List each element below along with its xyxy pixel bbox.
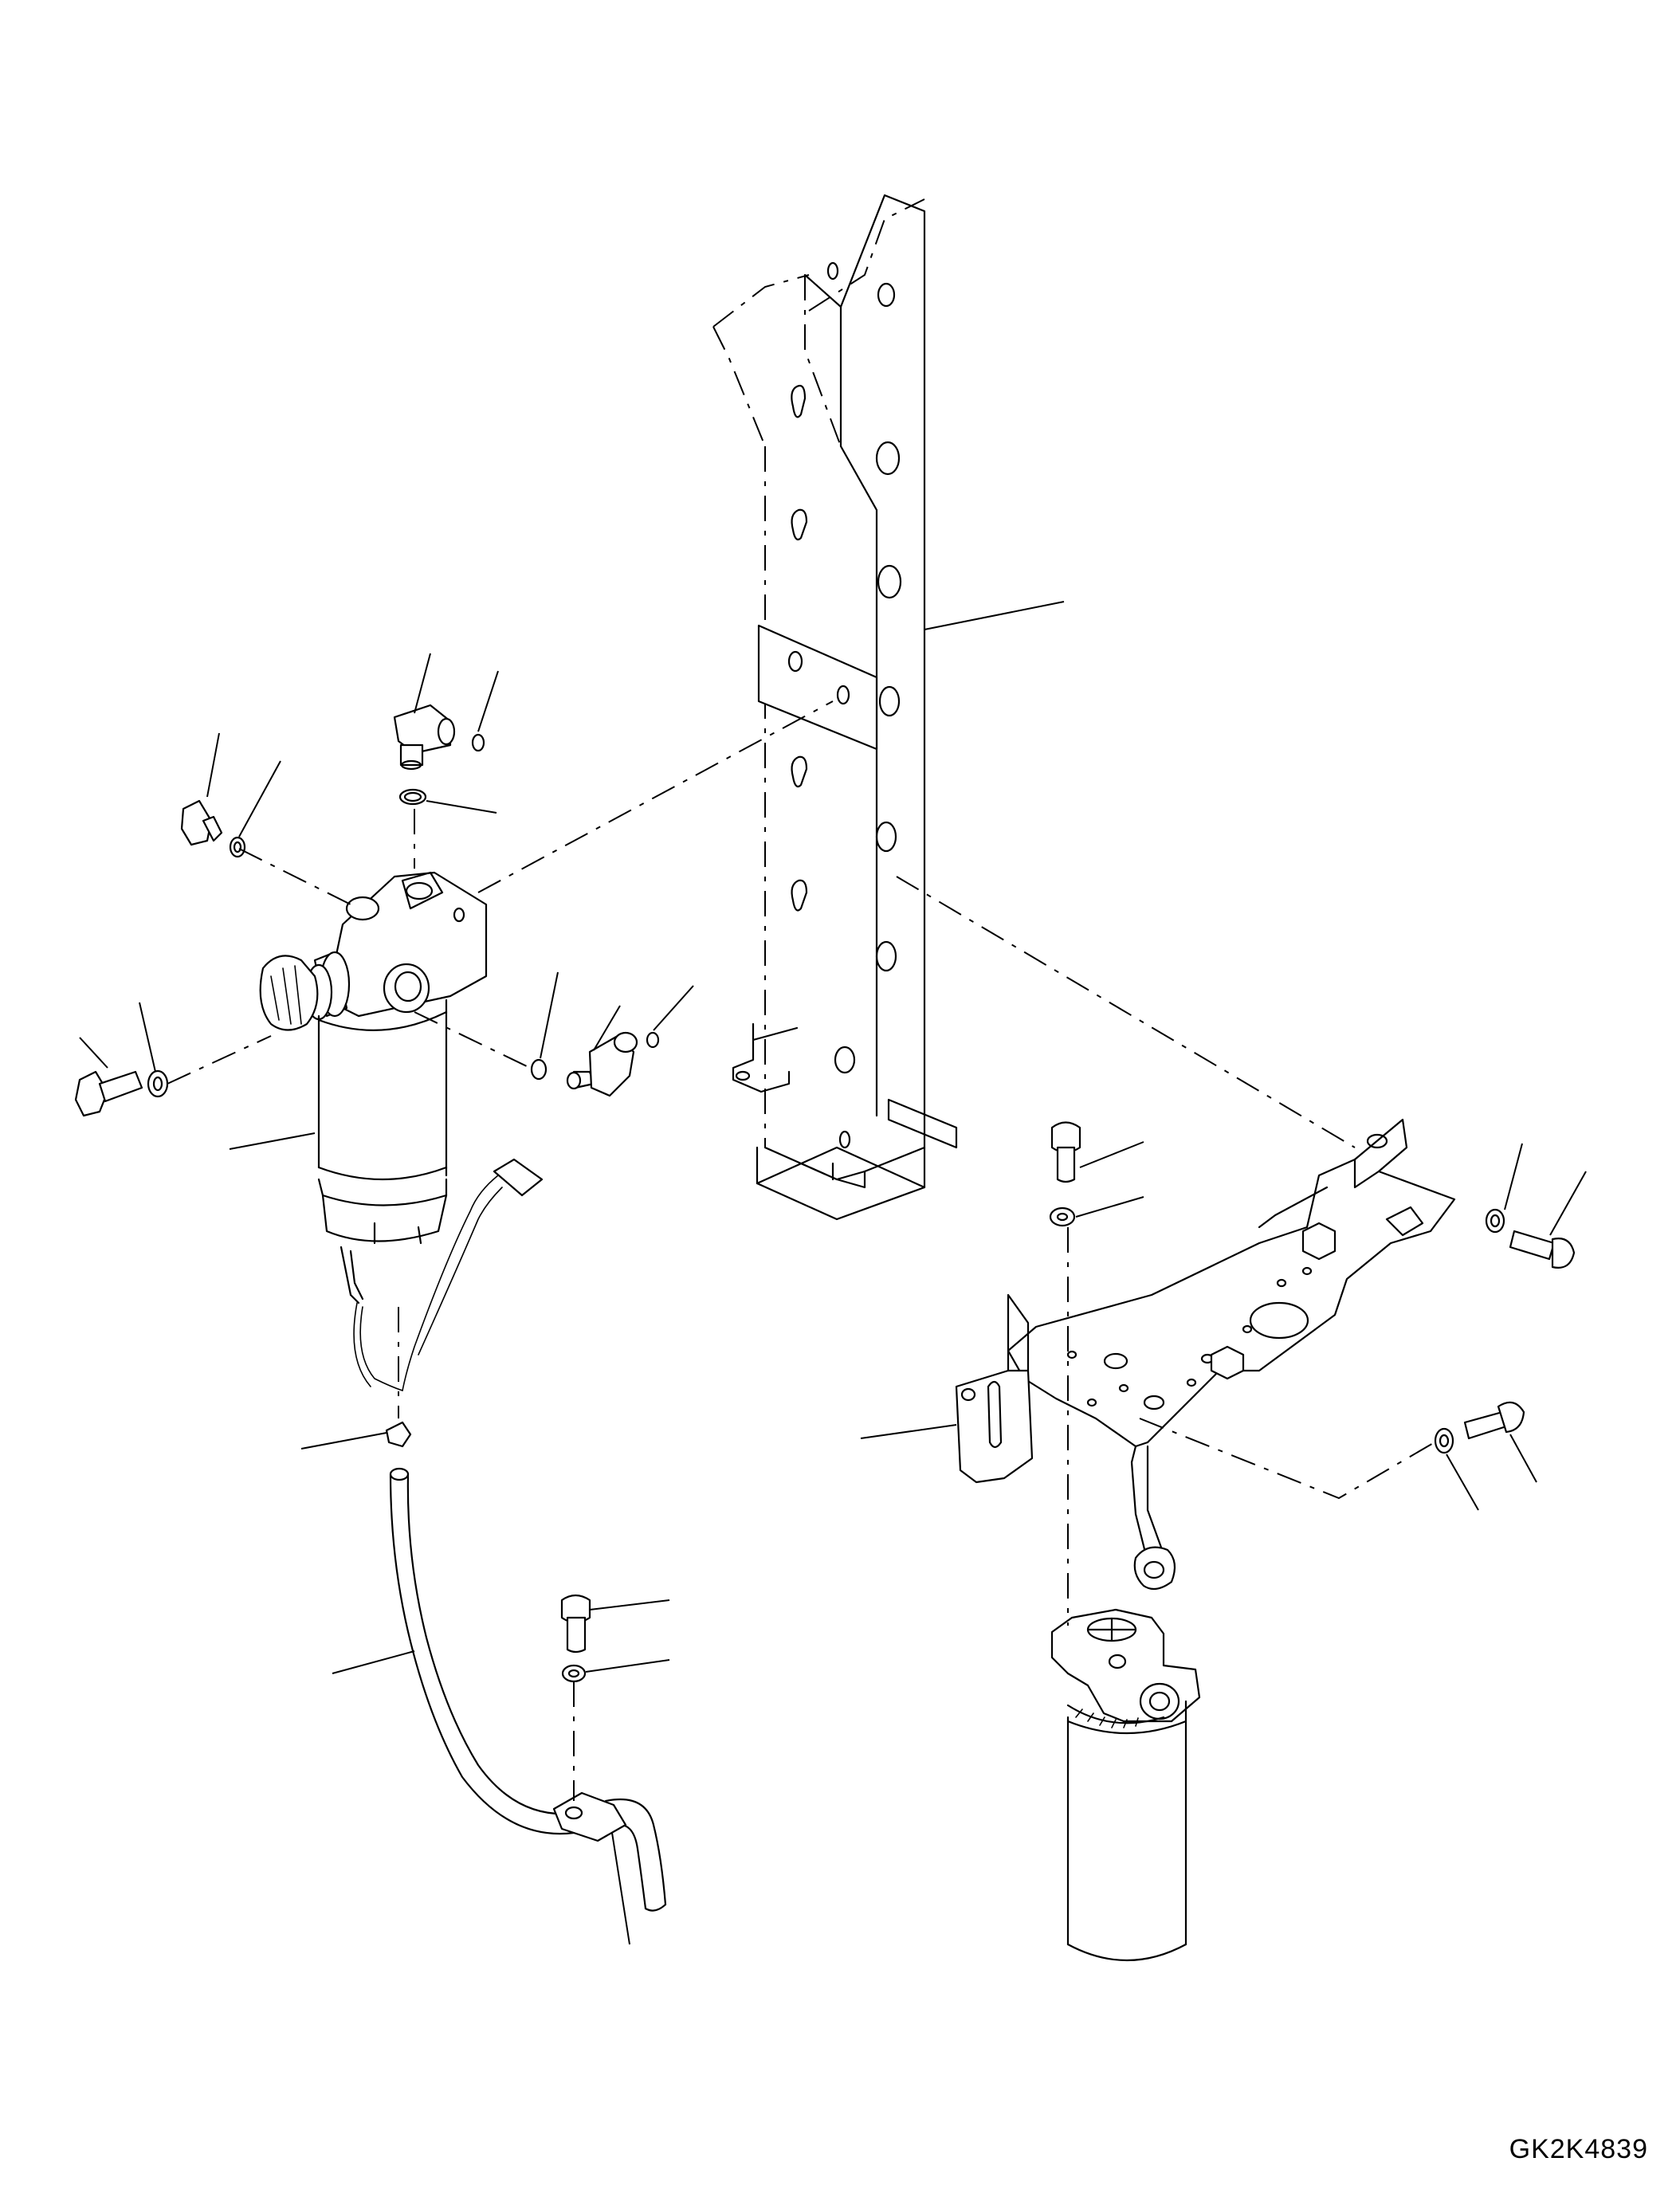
mount-bolt-left <box>74 1070 143 1117</box>
hose-clamp <box>552 1791 627 1842</box>
plate-bolt-right <box>1509 1230 1576 1269</box>
sensor-connector <box>353 1158 544 1391</box>
oil-filter-cartridge <box>1066 1700 1187 1961</box>
side-bracket <box>955 1293 1034 1484</box>
elbow-fitting-top <box>393 704 456 771</box>
plate-washer-lower <box>1434 1427 1454 1454</box>
o-ring-top <box>398 788 427 806</box>
mount-washer-left <box>147 1069 169 1098</box>
o-ring-top-small <box>471 733 485 752</box>
o-ring-side-small <box>646 1031 660 1049</box>
priming-knob <box>259 951 351 1031</box>
leader-lines <box>79 601 1587 1945</box>
oil-filter-head <box>1050 1608 1201 1728</box>
plate-washer-right <box>1485 1208 1505 1234</box>
hose-connector <box>385 1421 412 1448</box>
plate-washer-top <box>1049 1206 1076 1227</box>
drain-hose <box>389 1467 667 1912</box>
plug-washer <box>229 836 246 858</box>
plug <box>180 799 223 846</box>
hose-clamp-bolt <box>560 1594 591 1654</box>
vertical-frame-bracket <box>712 194 958 1221</box>
mounting-plate <box>1007 1118 1456 1591</box>
plate-bolt-top <box>1050 1121 1081 1183</box>
fuel-filter-assembly <box>259 871 544 1391</box>
drawing-code-label: GK2K4839 <box>1509 2134 1648 2164</box>
o-ring-side <box>530 1058 548 1081</box>
fuel-filter-bowl <box>317 998 448 1304</box>
hose-clamp-washer <box>561 1664 587 1683</box>
elbow-fitting-side <box>566 1031 638 1097</box>
assembly-lines <box>167 700 1435 1801</box>
plate-bolt-lower <box>1463 1401 1525 1440</box>
